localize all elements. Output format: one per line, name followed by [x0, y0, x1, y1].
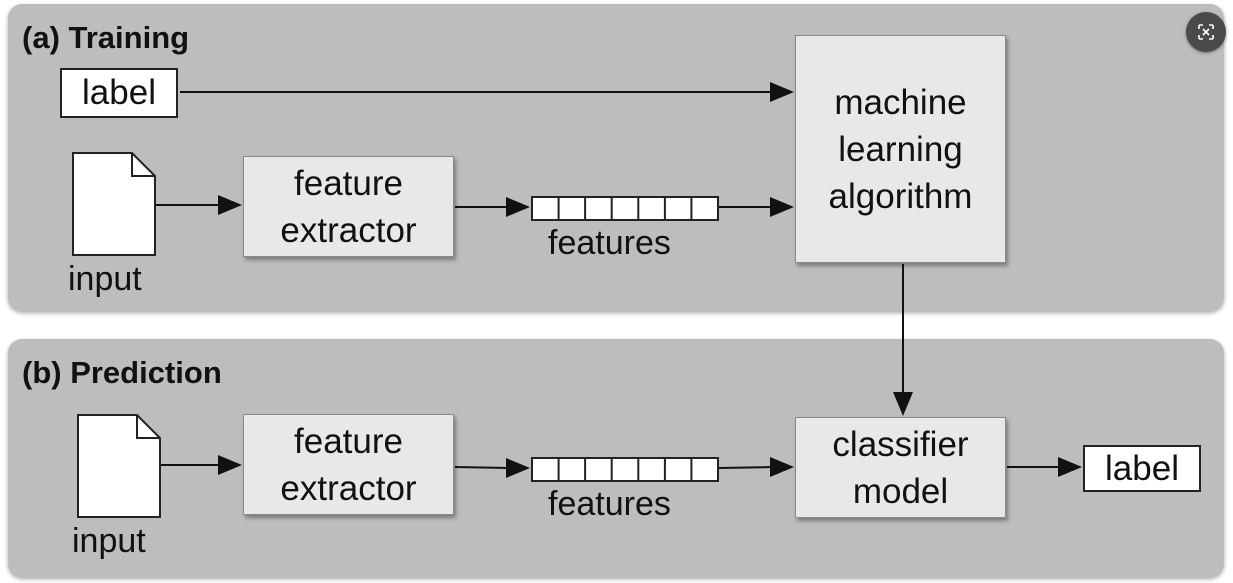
- machine-learning-algorithm: machine learning algorithm: [795, 35, 1006, 263]
- close-icon: [1198, 24, 1214, 40]
- prediction-label-text: label: [1105, 448, 1179, 488]
- prediction-label-box: label: [1083, 445, 1201, 492]
- arrowhead: [770, 197, 794, 217]
- document-icon: [72, 152, 156, 256]
- arrowhead: [893, 392, 913, 416]
- arrowhead: [1058, 457, 1082, 477]
- training-feature-extractor: feature extractor: [243, 156, 454, 257]
- close-button[interactable]: [1186, 12, 1226, 52]
- arrowhead: [506, 458, 530, 478]
- training-title: (a) Training: [22, 20, 190, 55]
- training-label-box: label: [60, 68, 178, 118]
- training-feature-vector: [531, 196, 719, 221]
- arrowhead: [770, 82, 794, 102]
- arrowhead: [506, 197, 530, 217]
- prediction-feature-vector: [531, 457, 719, 482]
- training-panel: [8, 4, 1224, 311]
- prediction-feature-extractor: feature extractor: [243, 414, 454, 515]
- training-features-label: features: [548, 224, 671, 262]
- arrowhead: [770, 457, 794, 477]
- arrow-features-to-classifier: [718, 466, 775, 469]
- arrowhead: [218, 195, 242, 215]
- arrowhead: [218, 455, 242, 475]
- prediction-title: (b) Prediction: [22, 355, 222, 390]
- prediction-input-label: input: [72, 522, 146, 560]
- prediction-features-label: features: [548, 485, 671, 523]
- classifier-model: classifier model: [795, 417, 1006, 518]
- arrow-extractor-to-features-b: [454, 466, 511, 469]
- training-label-text: label: [82, 73, 156, 112]
- training-input-label: input: [68, 260, 142, 298]
- document-icon: [77, 414, 161, 518]
